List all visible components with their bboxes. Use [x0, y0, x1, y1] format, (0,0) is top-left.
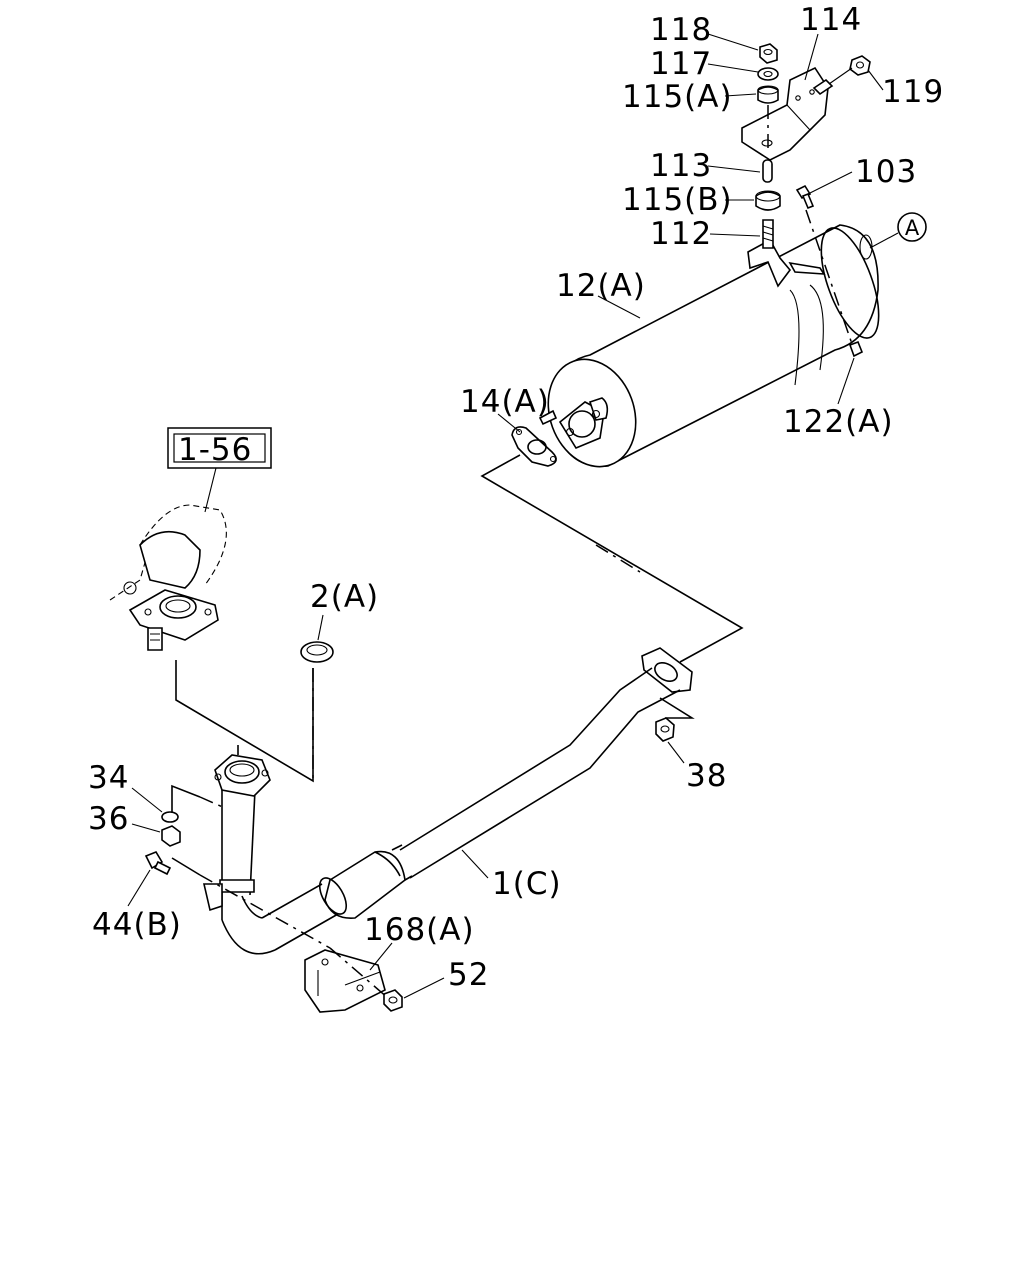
label-118: 118: [650, 12, 712, 48]
gasket-14a: [511, 426, 557, 467]
nut-36: [161, 825, 181, 847]
rubber-115a: [757, 85, 779, 104]
label-1c: 1(C): [492, 866, 562, 902]
label-2a: 2(A): [310, 579, 379, 615]
circle-marker-a: A: [897, 212, 927, 242]
circle-marker-text: A: [905, 216, 920, 240]
leader-117: [707, 63, 759, 73]
hanger-bracket-114: [741, 66, 834, 161]
leader-2a: [317, 614, 324, 641]
bolt-122a: [848, 340, 864, 358]
leader-14a: [497, 413, 521, 433]
leader-34: [131, 787, 163, 813]
nut-38: [655, 717, 675, 742]
leader-1c: [461, 849, 489, 879]
muffler: [538, 224, 880, 468]
leader-36: [131, 823, 161, 833]
label-14a: 14(A): [460, 384, 550, 420]
gasket-ring-2a: [300, 641, 334, 663]
nut-52: [383, 989, 403, 1012]
leader-114: [804, 33, 819, 81]
label-119: 119: [882, 74, 944, 110]
label-103: 103: [855, 154, 917, 190]
washer-34: [161, 811, 179, 823]
label-52: 52: [448, 957, 489, 993]
washer-117: [757, 67, 779, 81]
pipe-bracket-168a: [304, 949, 386, 1013]
label-38: 38: [686, 758, 727, 794]
sleeve-113: [762, 159, 773, 183]
leader-12a: [597, 295, 641, 319]
label-44b: 44(B): [92, 907, 182, 943]
leader-44b: [127, 869, 151, 907]
leader-a: [869, 232, 899, 249]
leader-113: [707, 165, 761, 173]
label-34: 34: [88, 760, 129, 796]
leader-112: [709, 233, 761, 237]
label-115a: 115(A): [622, 79, 733, 115]
label-112: 112: [650, 216, 712, 252]
label-113: 113: [650, 148, 712, 184]
leader-119: [867, 69, 884, 91]
leader-103: [807, 171, 853, 195]
bolt-112: [762, 219, 774, 249]
label-168a: 168(A): [364, 912, 475, 948]
nut-119: [849, 55, 871, 76]
label-114: 114: [800, 2, 862, 38]
label-122a: 122(A): [783, 404, 894, 440]
leader-38: [667, 741, 685, 764]
manifold-outlet: [109, 504, 227, 651]
leader-115a: [724, 93, 757, 97]
reference-box-1-56: 1-56: [167, 427, 272, 469]
front-pipe-1c: [202, 647, 693, 1013]
bolt-103: [795, 184, 815, 210]
bolt-44b: [144, 851, 172, 876]
nut-118: [759, 43, 778, 64]
label-117: 117: [650, 46, 712, 82]
leader-52: [403, 977, 445, 999]
label-12a: 12(A): [556, 268, 646, 304]
rubber-115b: [755, 190, 781, 211]
leader-122a: [837, 357, 855, 405]
leader-168a: [369, 942, 393, 971]
leader-118: [707, 33, 759, 51]
reference-box-text: 1-56: [178, 432, 252, 468]
label-36: 36: [88, 801, 129, 837]
label-115b: 115(B): [622, 182, 733, 218]
leader-1-56: [204, 467, 217, 513]
